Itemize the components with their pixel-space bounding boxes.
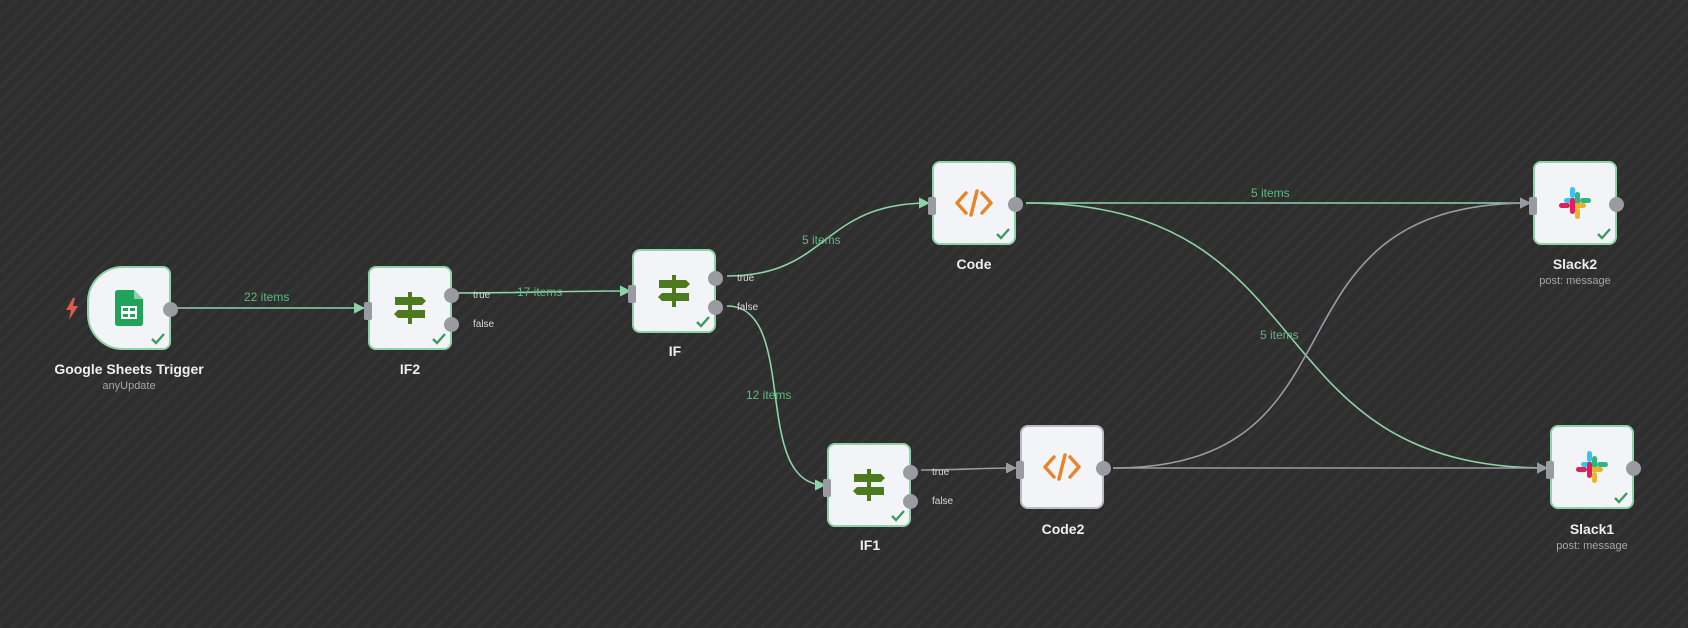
success-check-icon <box>1614 492 1628 504</box>
edge-label-code-slack2: 5 items <box>1251 186 1290 200</box>
node-if2[interactable]: true false <box>364 266 494 350</box>
input-handle[interactable] <box>928 197 936 215</box>
signpost-icon <box>851 467 887 503</box>
input-handle[interactable] <box>1016 461 1024 479</box>
edge-label-sheets-if2: 22 items <box>244 290 290 304</box>
node-if1[interactable]: true false <box>823 443 953 527</box>
input-handle[interactable] <box>823 479 831 497</box>
output-handle[interactable] <box>1609 197 1624 212</box>
success-check-icon <box>1597 228 1611 240</box>
slack-icon <box>1574 449 1610 485</box>
node-title-if1: IF1 <box>859 537 881 553</box>
input-handle[interactable] <box>1529 197 1537 215</box>
port-label-false: false <box>737 302 759 313</box>
success-check-icon <box>151 333 165 345</box>
edge-label-if-if1: 12 items <box>746 388 792 402</box>
edge-code-to-slack1[interactable] <box>1025 202 1549 474</box>
edge-if1-to-code2[interactable] <box>920 462 1018 474</box>
input-handle[interactable] <box>364 302 372 320</box>
success-check-icon <box>996 228 1010 240</box>
node-title-code2: Code2 <box>1041 521 1085 537</box>
success-check-icon <box>696 316 710 328</box>
code-icon <box>954 188 994 218</box>
node-title-if: IF <box>668 343 682 359</box>
output-handle[interactable] <box>1096 461 1111 476</box>
code-icon <box>1042 452 1082 482</box>
input-handle[interactable] <box>628 285 636 303</box>
node-subtitle-slack2: post: message <box>1539 275 1611 287</box>
port-label-false: false <box>473 319 495 330</box>
output-handle[interactable] <box>1008 197 1023 212</box>
edge-label-if2-if: 17 items <box>517 285 563 299</box>
node-title-code: Code <box>956 256 992 272</box>
edge-label-if-code: 5 items <box>802 233 841 247</box>
node-subtitle-google-sheets-trigger: anyUpdate <box>102 380 156 392</box>
port-label-true: true <box>473 290 491 301</box>
edge-code2-to-slack2[interactable] <box>1112 197 1532 469</box>
output-handle-true[interactable] <box>903 465 918 480</box>
node-google-sheets-trigger[interactable] <box>87 266 178 350</box>
output-handle-true[interactable] <box>444 288 459 303</box>
port-label-true: true <box>932 467 950 478</box>
edge-label-code-slack1: 5 items <box>1260 328 1299 342</box>
output-handle-true[interactable] <box>708 271 723 286</box>
success-check-icon <box>891 510 905 522</box>
edge-if-to-if1[interactable] <box>726 305 827 491</box>
output-handle-false[interactable] <box>708 300 723 315</box>
node-slack2[interactable] <box>1529 161 1624 245</box>
output-handle[interactable] <box>1626 461 1641 476</box>
output-handle-false[interactable] <box>903 494 918 509</box>
node-title-google-sheets-trigger: Google Sheets Trigger <box>54 361 204 377</box>
trigger-bolt-icon <box>66 298 78 320</box>
node-title-if2: IF2 <box>399 361 421 377</box>
signpost-icon <box>392 290 428 326</box>
node-subtitle-slack1: post: message <box>1556 540 1628 552</box>
edge-if-to-code[interactable] <box>726 197 931 277</box>
port-label-true: true <box>737 273 755 284</box>
signpost-icon <box>656 273 692 309</box>
edge-if2-to-if[interactable] <box>456 285 632 297</box>
input-handle[interactable] <box>1546 461 1554 479</box>
node-slack1[interactable] <box>1546 425 1641 509</box>
google-sheets-icon <box>115 290 143 326</box>
node-title-slack2: Slack2 <box>1552 256 1598 272</box>
success-check-icon <box>432 333 446 345</box>
output-handle[interactable] <box>163 302 178 317</box>
node-title-slack1: Slack1 <box>1569 521 1615 537</box>
node-code2[interactable] <box>1016 425 1111 509</box>
node-code[interactable] <box>928 161 1023 245</box>
port-label-false: false <box>932 496 954 507</box>
node-if[interactable]: true false <box>628 249 758 333</box>
slack-icon <box>1557 185 1593 221</box>
output-handle-false[interactable] <box>444 317 459 332</box>
